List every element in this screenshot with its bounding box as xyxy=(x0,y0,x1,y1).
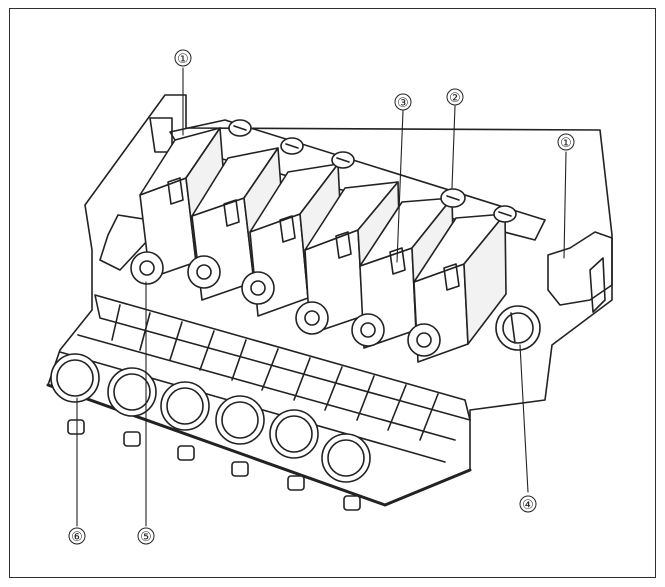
saddle-blocks xyxy=(139,127,507,363)
svg-text:③: ③ xyxy=(397,96,409,111)
svg-text:①: ① xyxy=(177,52,189,67)
saddle-screws xyxy=(130,251,441,357)
svg-text:②: ② xyxy=(449,91,461,106)
leader-lines xyxy=(76,67,567,527)
callout-3: ③ xyxy=(394,93,412,111)
callout-5: ⑤ xyxy=(137,527,155,545)
svg-text:①: ① xyxy=(560,136,572,151)
svg-text:⑤: ⑤ xyxy=(140,530,152,545)
base-plate xyxy=(47,94,613,506)
callout-1b: ① xyxy=(557,133,575,151)
top-screws xyxy=(228,119,517,223)
callouts: ① ② ③ ① ④ ⑤ ⑥ xyxy=(68,49,575,545)
right-end xyxy=(547,231,613,306)
fine-tuners xyxy=(50,353,371,483)
callout-1a: ① xyxy=(174,49,192,67)
arm-socket xyxy=(495,305,541,351)
front-fins xyxy=(111,304,439,441)
right-slot xyxy=(589,257,606,313)
svg-text:⑥: ⑥ xyxy=(71,530,83,545)
front-bar xyxy=(94,294,471,421)
base-edge xyxy=(46,383,472,507)
callout-6: ⑥ xyxy=(68,527,86,545)
callout-2: ② xyxy=(446,88,464,106)
svg-text:④: ④ xyxy=(522,498,534,513)
lower-bolts xyxy=(67,419,361,511)
callout-4: ④ xyxy=(519,495,537,513)
